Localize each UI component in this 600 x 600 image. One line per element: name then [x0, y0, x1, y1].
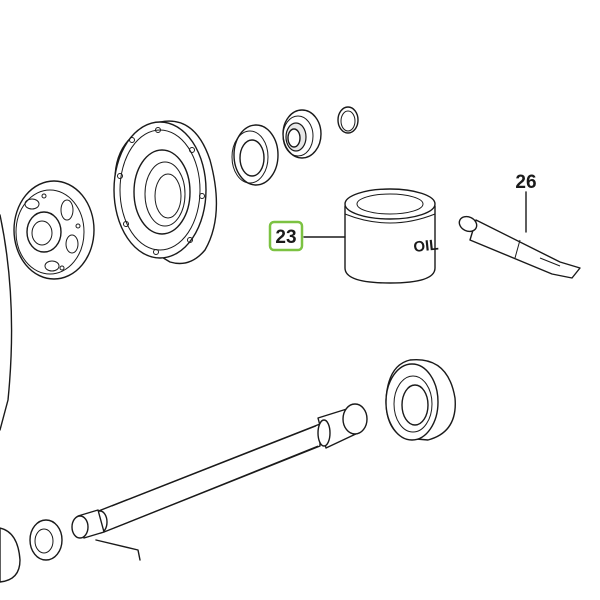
o-ring-part[interactable]: [337, 106, 359, 134]
callout-26-label: 26: [515, 172, 536, 193]
small-washer-part[interactable]: [29, 519, 63, 561]
seal-ring-part[interactable]: [231, 124, 279, 186]
leader-lines: [95, 191, 527, 561]
callout-23-highlight: [268, 220, 304, 252]
oil-can-label: OIL: [413, 236, 440, 256]
callout-23[interactable]: 23: [268, 220, 304, 252]
drive-shaft-part[interactable]: [71, 403, 368, 539]
hub-edge-part: [0, 527, 21, 583]
flanged-bushing-part[interactable]: [385, 358, 456, 441]
coupling-flange-part[interactable]: [13, 180, 95, 280]
wheel-edge-part: [0, 214, 13, 431]
oil-can-part[interactable]: OIL: [344, 188, 440, 284]
callout-26[interactable]: 26: [515, 172, 536, 193]
grease-tube-part[interactable]: [457, 214, 581, 279]
callout-23-label: 23: [275, 227, 296, 248]
bearing-housing-part[interactable]: [113, 120, 218, 265]
small-bearing-part[interactable]: [282, 109, 322, 159]
